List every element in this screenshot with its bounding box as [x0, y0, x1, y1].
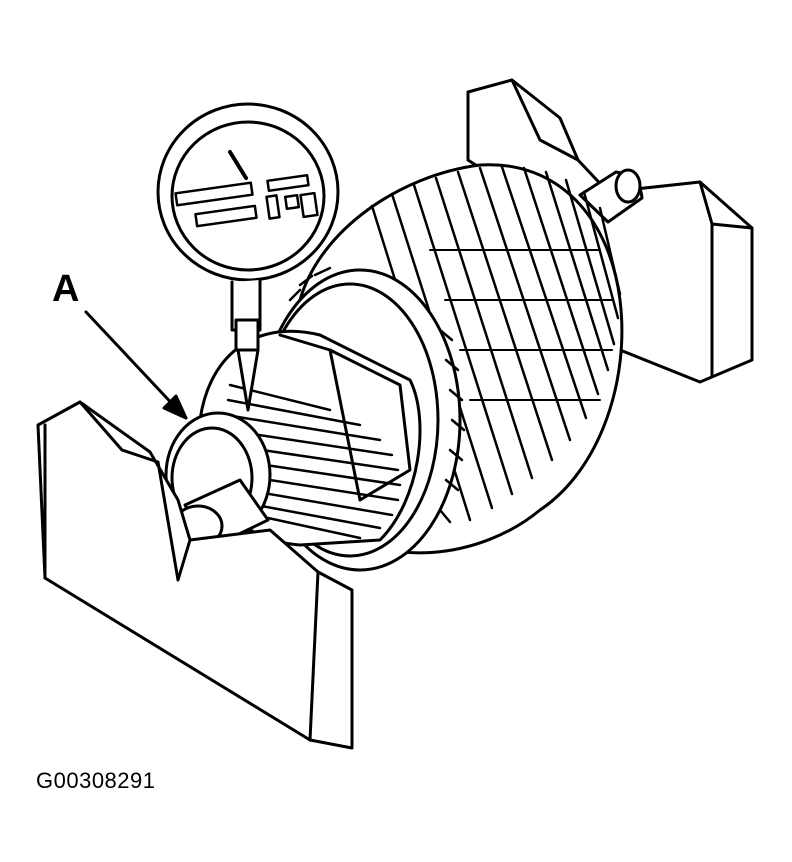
- front-shaft: [164, 411, 272, 550]
- dial-face-markings: [174, 174, 319, 228]
- front-v-block: [36, 400, 354, 750]
- dial-needle-icon: [228, 150, 248, 180]
- callout-label-a: A: [52, 268, 80, 310]
- rear-shaft: [578, 168, 644, 224]
- figure-id: G00308291: [36, 768, 156, 793]
- dial-indicator: [156, 102, 340, 412]
- callout-arrow: [84, 310, 188, 420]
